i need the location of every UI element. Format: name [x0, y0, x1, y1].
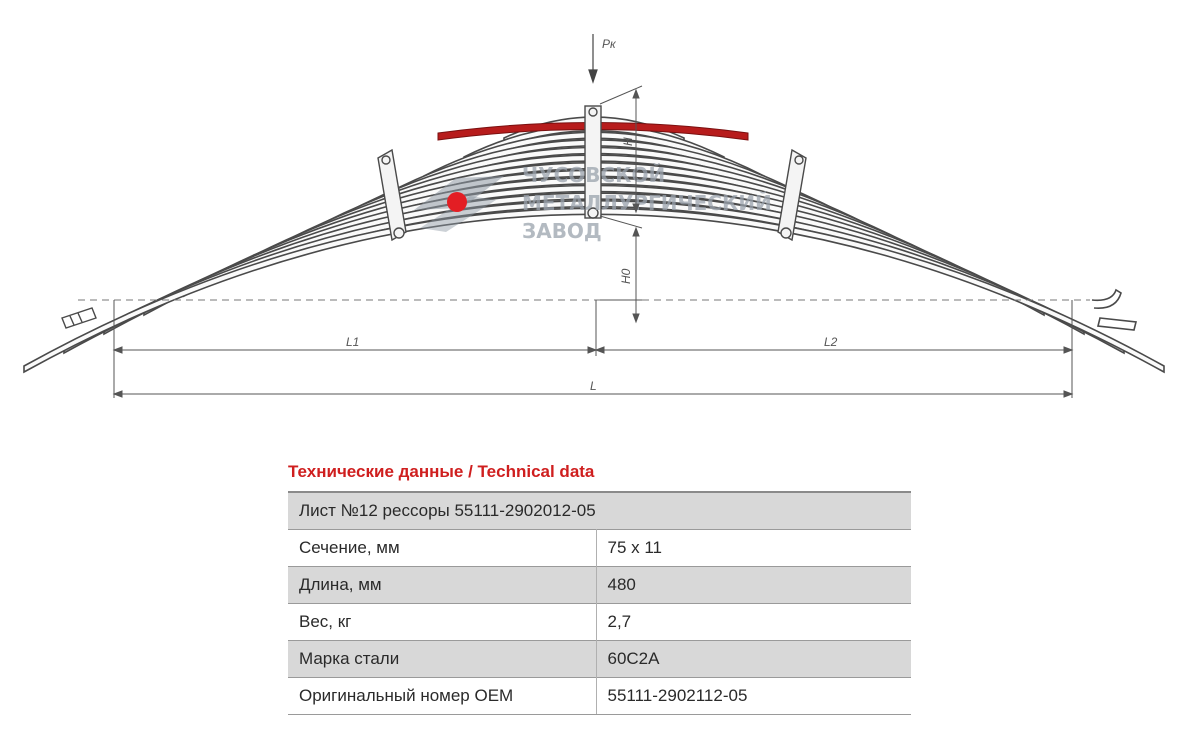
row-label: Вес, кг	[288, 602, 597, 640]
table-row: Оригинальный номер OEM 55111-2902112-05	[288, 676, 911, 715]
watermark-line-1: ЧУСОВСКОЙ	[522, 163, 665, 187]
table-row: Сечение, мм 75 x 11	[288, 528, 911, 566]
center-bolt-clamp	[584, 105, 602, 219]
free-height-label: H0	[619, 268, 633, 284]
leaf-spring-drawing: ЧУСОВСКОЙ МЕТАЛЛУРГИЧЕСКИЙ ЗАВОД Pк H H0	[23, 34, 1165, 398]
logo-red-dot	[447, 192, 467, 212]
load-label: Pк	[602, 37, 617, 51]
highlighted-leaf-12	[437, 122, 749, 141]
length-dimensions	[112, 300, 1074, 398]
table-header-cell: Лист №12 рессоры 55111-2902012-05	[288, 491, 911, 529]
row-label: Длина, мм	[288, 565, 597, 603]
total-length-label: L	[590, 379, 597, 393]
table-row: Марка стали 60С2А	[288, 639, 911, 677]
factory-logo	[414, 176, 504, 232]
table-row: Длина, мм 480	[288, 565, 911, 603]
right-length-label: L2	[824, 335, 838, 349]
technical-data-table: Лист №12 рессоры 55111-2902012-05 Сечени…	[288, 491, 911, 715]
row-label: Оригинальный номер OEM	[288, 676, 597, 715]
height-dimension	[599, 85, 643, 324]
watermark-line-2: МЕТАЛЛУРГИЧЕСКИЙ	[522, 191, 772, 215]
load-arrow	[588, 34, 598, 84]
right-clamp	[777, 148, 807, 242]
right-spring-end	[1091, 288, 1137, 331]
height-label: H	[621, 137, 635, 146]
row-value: 480	[596, 565, 911, 603]
table-row: Вес, кг 2,7	[288, 602, 911, 640]
left-length-label: L1	[346, 335, 359, 349]
row-value: 55111-2902112-05	[596, 676, 911, 715]
row-value: 60С2А	[596, 639, 911, 677]
table-header-row: Лист №12 рессоры 55111-2902012-05	[288, 491, 911, 529]
row-label: Марка стали	[288, 639, 597, 677]
left-clamp	[377, 148, 407, 242]
row-value: 2,7	[596, 602, 911, 640]
row-value: 75 x 11	[596, 528, 911, 566]
watermark-line-3: ЗАВОД	[522, 219, 602, 243]
left-spring-end	[61, 307, 97, 329]
technical-data-title: Технические данные / Technical data	[288, 462, 595, 481]
row-label: Сечение, мм	[288, 528, 597, 566]
